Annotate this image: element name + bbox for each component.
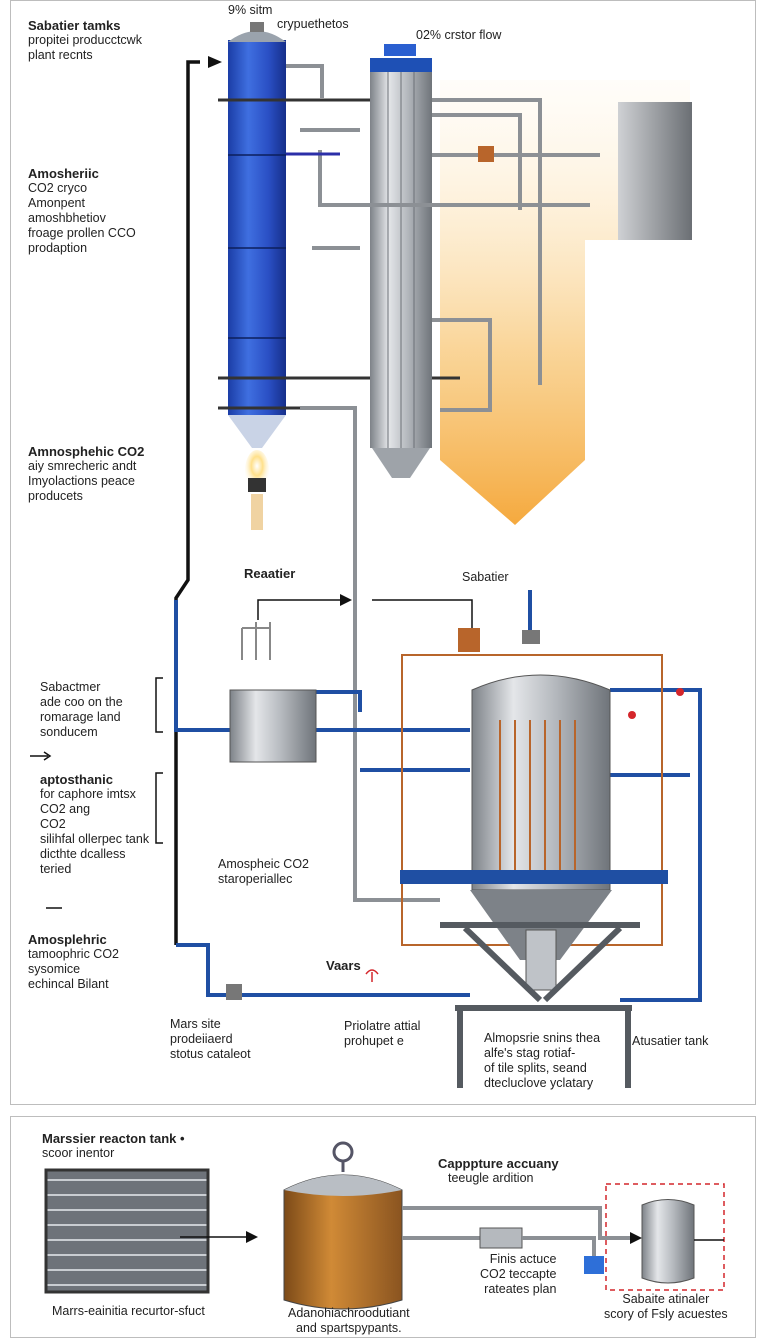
- label-top-2: crypuethetos: [277, 17, 349, 31]
- blue-column-cap: [250, 22, 264, 32]
- note-4-title: Sabactmer: [40, 680, 101, 694]
- note-5-text: for caphore imtsx CO2 ang CO2 silihfal o…: [40, 787, 150, 876]
- gray-exhaust-box: [618, 102, 692, 240]
- bottom-title-text: Marssier reacton tank: [42, 1131, 177, 1146]
- blue-column-rings: [228, 154, 286, 339]
- note-1-title: Sabatier tamks: [28, 18, 121, 33]
- black-flow-line-2: [372, 599, 473, 628]
- steel-column-cone: [372, 448, 430, 478]
- caption-tank: Adanohiachroodutiant and spartspypants.: [288, 1306, 410, 1335]
- note-6-title: Amosplehric: [28, 932, 107, 947]
- note-4: Sabactmer ade coo on the romarage land s…: [40, 680, 123, 740]
- note-6: Amosplehric tamoophric CO2 sysomice echi…: [28, 932, 119, 992]
- steel-column-lines: [387, 72, 415, 448]
- steel-column-cap: [370, 58, 432, 72]
- label-mars-site: Mars site prodeiiaerd stotus cataleot: [170, 1017, 251, 1061]
- pipe-coupling: [478, 146, 494, 162]
- sabatier-reactor: [400, 628, 668, 991]
- blue-piping: [174, 590, 702, 1002]
- label-top-1: 9% sitm: [228, 3, 273, 17]
- note-1: Sabatier tamks propitei producctcwk plan…: [28, 18, 142, 63]
- capture-sub: teeugle ardition: [448, 1171, 534, 1185]
- label-priolatre: Priolatre attial prohupet e: [344, 1019, 421, 1048]
- label-center: Amospheic CO2 staroperiallec: [218, 857, 310, 886]
- note-3: Amnosphehic CO2 aiy smrecheric andt Imyo…: [28, 444, 144, 504]
- gray-piping-top: [286, 64, 600, 902]
- note-5: aptosthanic for caphore imtsx CO2 ang CO…: [40, 772, 149, 877]
- note-4-text: ade coo on the romarage land sonducem: [40, 695, 123, 739]
- bottom-subtitle: scoor inentor: [42, 1146, 115, 1160]
- flow-arrow: [340, 594, 352, 606]
- caption-finis: Finis actuce CO2 teccapte rateates plan: [480, 1252, 557, 1296]
- return-line-black: [174, 60, 200, 945]
- label-reaatier: Reaatier: [244, 566, 296, 581]
- blue-column-top: [228, 31, 286, 42]
- black-flow-line: [257, 599, 342, 620]
- note-2-title: Amosheriic: [28, 166, 99, 181]
- red-valve-1: [676, 688, 684, 696]
- support-frame: [440, 922, 640, 1088]
- label-almopsrie: Almopsrie snins thea alfe's stag rotiaf-…: [484, 1031, 601, 1090]
- note-1-text: propitei producctcwk plant recnts: [28, 33, 142, 62]
- label-top-3: 02% crstor flow: [416, 28, 502, 42]
- note-6-text: tamoophric CO2 sysomice echincal Bilant: [28, 947, 120, 991]
- note-5-title: aptosthanic: [40, 772, 113, 787]
- caption-sabaite: Sabaite atinaler scory of Fsly acuestes: [604, 1292, 728, 1321]
- blue-column: [228, 40, 286, 415]
- left-brackets: [30, 677, 163, 909]
- steel-column-top-valve: [384, 44, 416, 56]
- bottom-drawings: [44, 1141, 725, 1310]
- spray-heads: [241, 622, 271, 660]
- capture-title: Capppture accuany: [438, 1156, 559, 1171]
- vaars-marker: [365, 969, 379, 982]
- label-sabatier: Sabatier: [462, 570, 509, 584]
- blue-column-cone: [228, 415, 286, 448]
- caption-mars: Marrs-eainitia recurtor-sfuct: [52, 1304, 205, 1318]
- bottom-title: Marssier reacton tank •: [42, 1131, 185, 1146]
- note-3-title: Amnosphehic CO2: [28, 444, 145, 459]
- bottom-panel: [10, 1116, 756, 1338]
- note-2-text: CO2 cryco Amonpent amoshbhetiov froage p…: [28, 181, 136, 255]
- label-vaars: Vaars: [326, 958, 361, 973]
- burner-tip: [251, 494, 263, 530]
- label-atusatier: Atusatier tank: [632, 1034, 709, 1048]
- return-arrow: [208, 56, 222, 68]
- note-2: Amosheriic CO2 cryco Amonpent amoshbheti…: [28, 166, 136, 256]
- pump-block: [226, 984, 242, 1000]
- mixing-vessel: [229, 689, 317, 763]
- red-valve-2: [628, 711, 636, 719]
- burner-nozzle: [248, 478, 266, 492]
- note-3-text: aiy smrecheric andt Imyolactions peace p…: [28, 459, 137, 503]
